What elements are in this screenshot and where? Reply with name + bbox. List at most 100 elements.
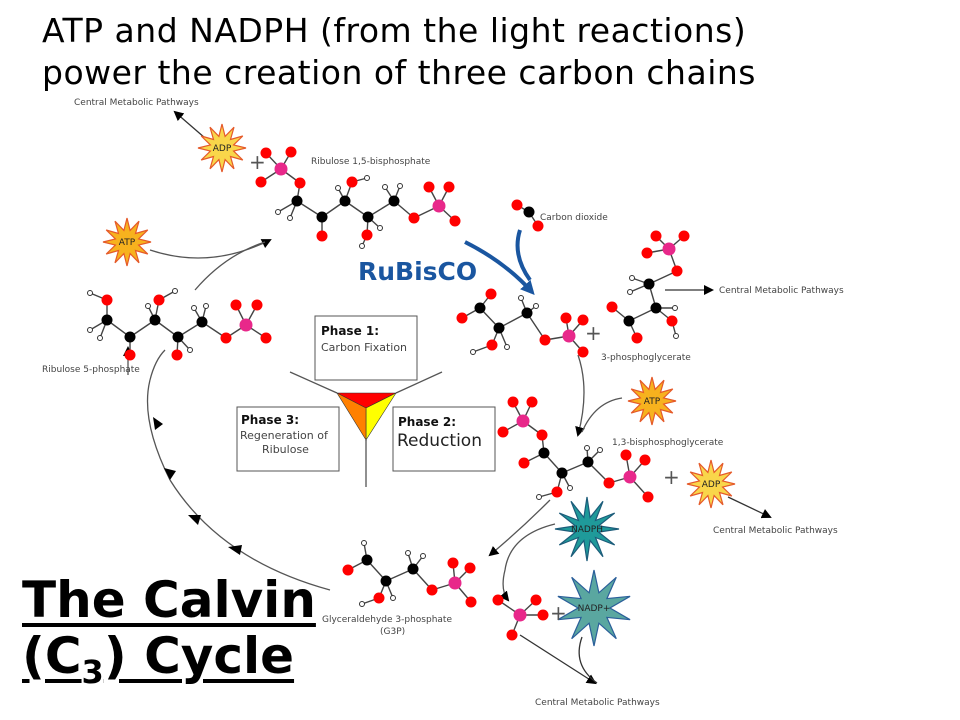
nadp-star: NADP+: [557, 569, 631, 647]
oxygen-atom: [230, 299, 242, 311]
cycle-arrowheads: [153, 417, 242, 555]
cycle-arrowhead: [153, 417, 163, 430]
oxygen-atom: [423, 181, 435, 193]
hydrogen-atom: [672, 305, 678, 311]
hydrogen-atom: [420, 553, 426, 559]
plus-signs: + + + +: [249, 150, 680, 625]
title-open: (C: [22, 627, 82, 685]
cycle-arrowhead: [164, 468, 176, 480]
oxygen-atom: [260, 332, 272, 344]
oxygen-atom: [124, 349, 136, 361]
slide-heading: ATP and NADPH (from the light reactions)…: [42, 10, 756, 94]
oxygen-atom: [443, 181, 455, 193]
phosphorus-atom: [562, 329, 576, 343]
oxygen-atom: [447, 557, 459, 569]
hydrogen-atom: [470, 349, 476, 355]
arrow-adp-to-pathways: [173, 110, 206, 139]
phosphorus-atom: [623, 470, 637, 484]
co2-label: Carbon dioxide: [540, 213, 608, 223]
bpg-label: 1,3-bisphosphoglycerate: [612, 438, 724, 448]
oxygen-atom: [631, 332, 643, 344]
oxygen-atom: [373, 592, 385, 604]
oxygen-atom: [577, 314, 589, 326]
co2-molecule: [511, 199, 544, 232]
hydrogen-atom: [287, 215, 293, 221]
co2-arrow: [515, 229, 532, 282]
oxygen-atom: [666, 315, 678, 327]
hydrogen-atom: [390, 595, 396, 601]
nadph-star-icon: [554, 496, 620, 562]
oxygen-atom: [251, 299, 263, 311]
carbon-atom: [643, 278, 655, 290]
hydrogen-atom: [377, 225, 383, 231]
phosphorus-atom: [662, 242, 676, 256]
oxygen-atom: [507, 396, 519, 408]
title-subscript: 3: [81, 653, 104, 691]
phase-2-box: Phase 2: Reduction: [392, 406, 496, 472]
nadph-star: NADPH: [554, 496, 620, 562]
hydrogen-atom: [87, 290, 93, 296]
carbon-atom: [623, 315, 635, 327]
nadp-star-label: NADP+: [578, 604, 611, 614]
g3p-molecule: [342, 540, 477, 608]
phase-3-box: Phase 3: Regeneration of Ribulose: [236, 406, 340, 472]
heading-line-2: power the creation of three carbon chain…: [42, 53, 756, 92]
oxygen-atom: [153, 294, 165, 306]
phosphorus-atom: [448, 576, 462, 590]
carbon-atom: [101, 314, 113, 326]
pga-molecule-2: [606, 230, 690, 344]
oxygen-atom: [294, 177, 306, 189]
hydrogen-atom: [382, 184, 388, 190]
pga-molecule-1: [456, 288, 589, 358]
slide-title: The Calvin (C3) Cycle: [22, 572, 316, 700]
oxygen-atom: [641, 247, 653, 259]
oxygen-atom: [426, 584, 438, 596]
oxygen-atom: [518, 457, 530, 469]
rubisco-arrow: [464, 240, 535, 295]
atp-star-left: ATP: [102, 217, 152, 267]
adp-star-right-label: ADP: [702, 480, 721, 490]
atp-right-star-icon: [627, 376, 677, 426]
arrow-ru5p-to-rubp: [194, 241, 266, 291]
oxygen-atom: [642, 491, 654, 503]
g3p-label-2: (G3P): [380, 627, 405, 637]
hydrogen-atom: [597, 447, 603, 453]
carbon-atom: [388, 195, 400, 207]
oxygen-atom: [285, 146, 297, 158]
oxygen-atom: [506, 629, 518, 641]
hydrogen-atom: [97, 335, 103, 341]
oxygen-atom: [639, 454, 651, 466]
phosphorus-atom: [516, 414, 530, 428]
oxygen-atom: [101, 294, 113, 306]
carbon-atom: [474, 302, 486, 314]
central-pathways-label-2: Central Metabolic Pathways: [719, 286, 844, 296]
title-line-2: (C3) Cycle: [22, 628, 316, 700]
carbon-atom: [521, 307, 533, 319]
central-pathways-label-3: Central Metabolic Pathways: [713, 526, 838, 536]
oxygen-atom: [620, 449, 632, 461]
phase-1-head: Phase 1:: [321, 324, 379, 338]
plus-sign: +: [249, 150, 266, 174]
g3p-label-1: Glyceraldehyde 3-phosphate: [322, 615, 452, 625]
oxygen-atom: [606, 301, 618, 313]
adp-star-top-label: ADP: [213, 144, 232, 154]
phosphate-molecule: [492, 594, 549, 641]
title-close: ) Cycle: [103, 627, 295, 685]
oxygen-atom: [465, 596, 477, 608]
phosphorus-atom: [274, 162, 288, 176]
phase-1-body: Carbon Fixation: [321, 341, 407, 354]
nadph-star-label: NADPH: [571, 525, 603, 535]
rubp-molecule: [255, 146, 461, 249]
carbon-atom: [172, 331, 184, 343]
atp-star-right-label: ATP: [644, 397, 661, 407]
central-pathways-label-1: Central Metabolic Pathways: [74, 98, 199, 108]
oxygen-atom: [551, 486, 563, 498]
oxygen-atom: [539, 334, 551, 346]
oxygen-atom: [408, 212, 420, 224]
title-line-1: The Calvin: [22, 571, 316, 629]
oxygen-atom: [255, 176, 267, 188]
central-pathways-label-4: Central Metabolic Pathways: [535, 698, 660, 708]
carbon-atom: [538, 447, 550, 459]
oxygen-atom: [342, 564, 354, 576]
